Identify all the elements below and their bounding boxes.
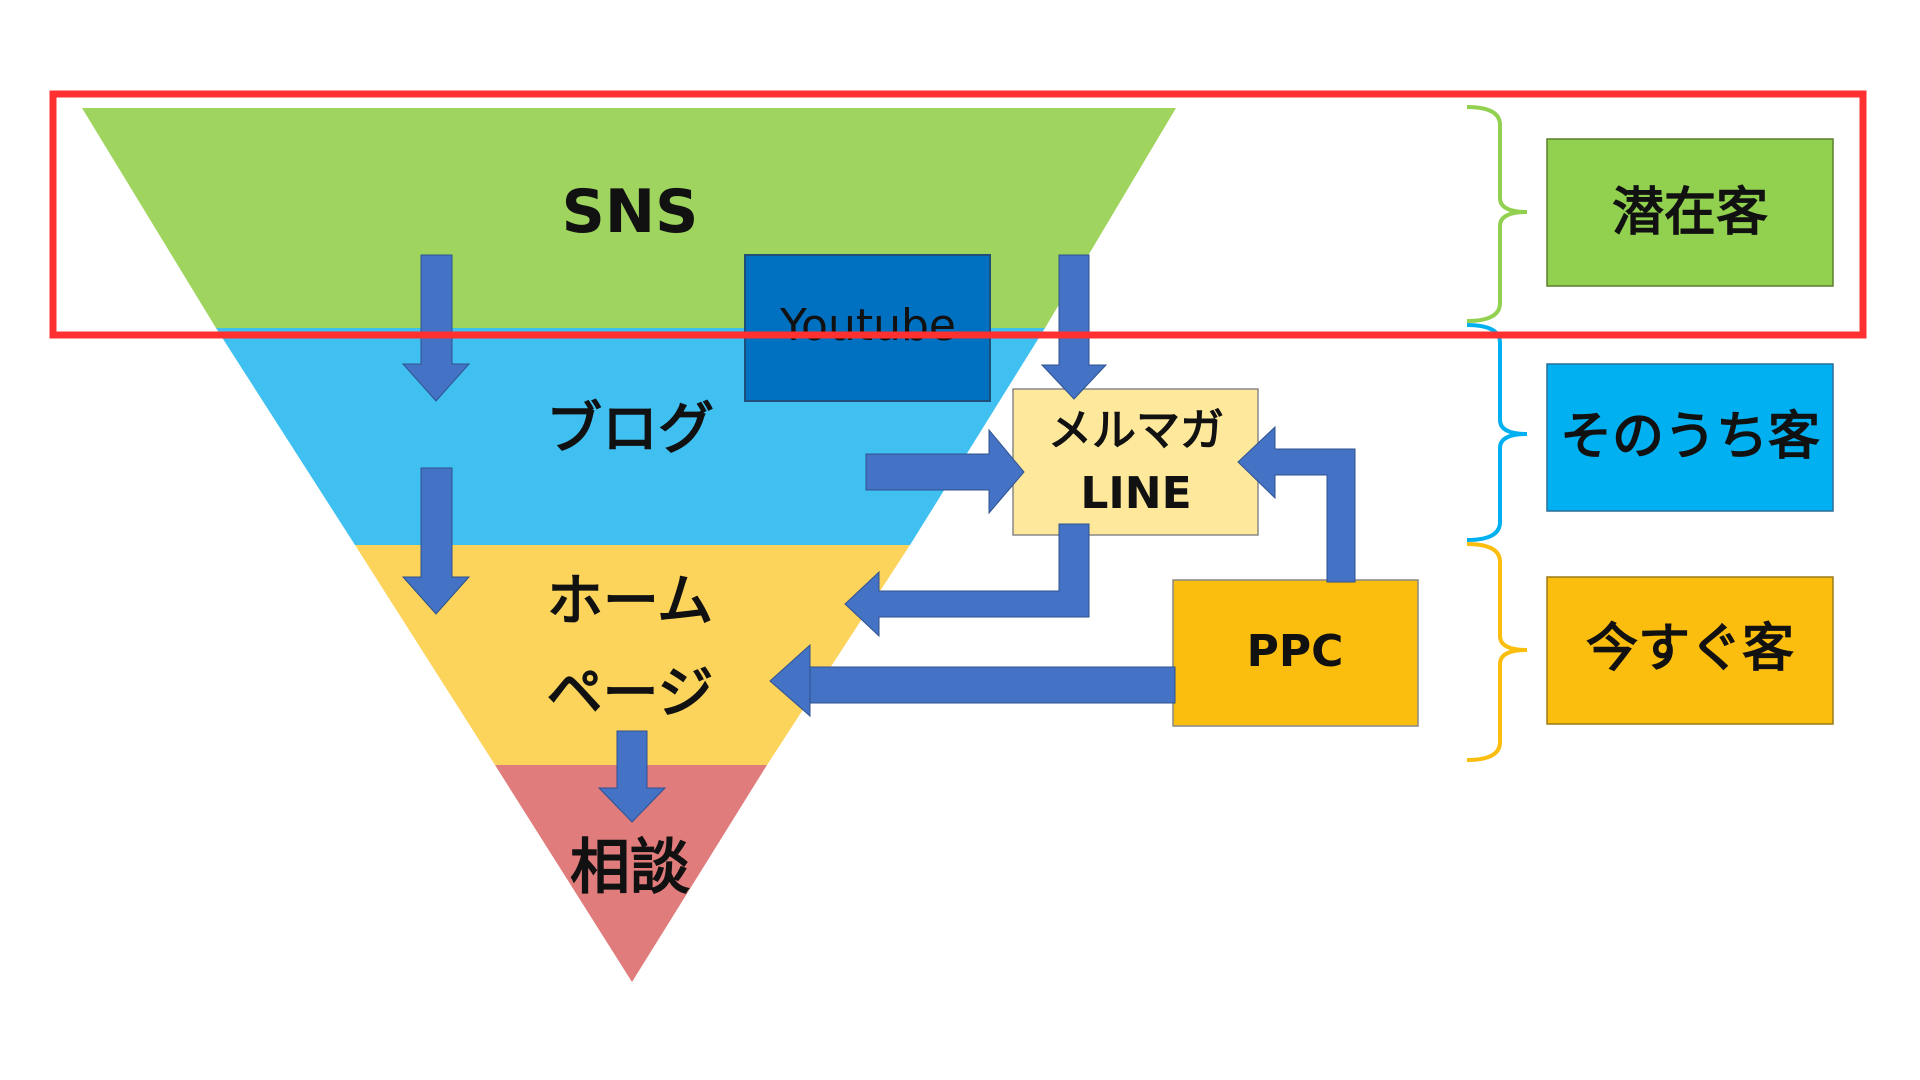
flow-arrows bbox=[401, 254, 1356, 823]
segment-latent-label: 潜在客 bbox=[1612, 183, 1768, 243]
funnel-layer-homepage bbox=[355, 545, 910, 765]
funnel-label-blog: ブログ bbox=[546, 397, 714, 462]
youtube-node: Youtube bbox=[744, 254, 991, 402]
funnel-label-consultation: 相談 bbox=[570, 833, 690, 903]
ppc-node: PPC bbox=[1172, 579, 1419, 727]
funnel-label-home: ホーム bbox=[547, 569, 713, 634]
highlight-box bbox=[49, 90, 1867, 339]
youtube-label: Youtube bbox=[779, 300, 956, 351]
funnel-label-page: ページ bbox=[547, 661, 714, 726]
ppc-label: PPC bbox=[1247, 626, 1344, 677]
mailmag-label: メルマガ bbox=[1048, 405, 1224, 456]
segment-immediate: 今すぐ客 bbox=[1546, 576, 1834, 725]
arrow-sns-to-blog bbox=[401, 254, 471, 402]
bracket-immediate bbox=[1466, 542, 1528, 762]
bracket-latent bbox=[1466, 105, 1528, 323]
segment-immediate-label: 今すぐ客 bbox=[1586, 619, 1794, 679]
segment-eventual: そのうち客 bbox=[1546, 363, 1834, 512]
arrow-blog-to-mailmag bbox=[865, 428, 1025, 515]
arrow-blog-to-home bbox=[401, 467, 471, 615]
segment-latent: 潜在客 bbox=[1546, 138, 1834, 287]
funnel-layer-consultation bbox=[495, 765, 767, 982]
arrow-mailmag-to-home bbox=[844, 523, 1090, 638]
arrow-ppc-to-mailmag bbox=[1237, 425, 1356, 583]
line-label: LINE bbox=[1080, 468, 1191, 519]
bracket-eventual bbox=[1466, 323, 1528, 542]
segment-eventual-label: そのうち客 bbox=[1560, 407, 1820, 467]
arrow-sns-to-mailmag bbox=[1040, 254, 1108, 400]
arrow-ppc-to-home bbox=[769, 643, 1176, 718]
mailmag-line-node: メルマガ LINE bbox=[1012, 388, 1259, 536]
arrow-home-to-consult bbox=[597, 730, 667, 823]
funnel-label-sns: SNS bbox=[562, 177, 699, 247]
